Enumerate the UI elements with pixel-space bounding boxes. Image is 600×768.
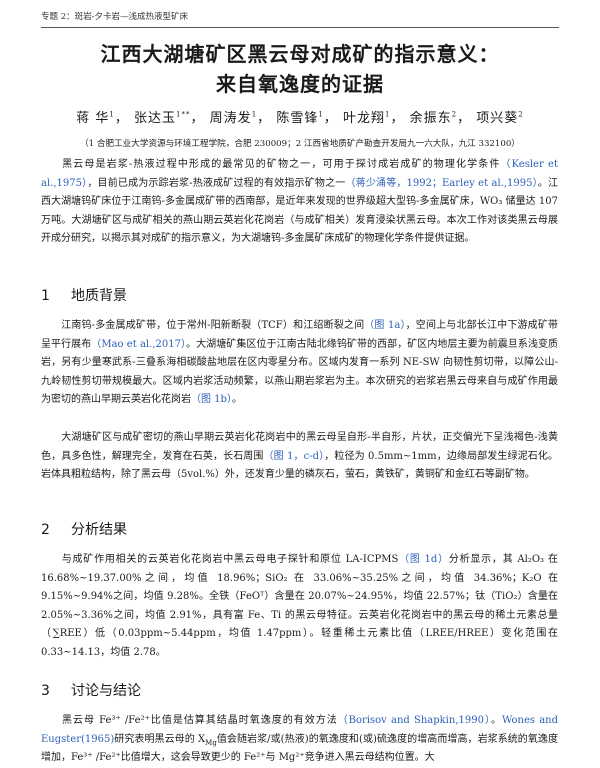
intro-paragraph: 黑云母是岩浆-热液过程中形成的最常见的矿物之一，可用于探讨成岩成矿的物理化学条件… [41, 159, 558, 244]
author: 张达玉1** [134, 110, 191, 126]
figure-link[interactable]: （图 1a） [364, 320, 406, 331]
results-paragraph: 与成矿作用相关的云英岩化花岗岩中黑云母电子探针和原位 LA-ICPMS（图 1d… [41, 554, 558, 658]
paper-title-line-2: 来自氧逸度的证据 [216, 72, 384, 96]
figure-link[interactable]: （图 1b） [191, 394, 232, 405]
affiliation: （1 合肥工业大学资源与环境工程学院，合肥 230009；2 江西省地质矿产勘查… [80, 139, 520, 149]
author: 余振东2 [409, 110, 458, 126]
figure-link[interactable]: （图 1，c-d） [263, 450, 325, 462]
citation-link[interactable]: （Mao et al.,2017） [91, 338, 187, 350]
citation-link[interactable]: （蒋少涌等，1992；Earley et al.,1995） [345, 177, 538, 189]
author: 项兴葵2 [476, 110, 524, 126]
discussion-paragraph: 黑云母 Fe³⁺ /Fe²⁺比值是估算其结晶时氧逸度的有效方法（Borisov … [41, 715, 559, 763]
citation-link[interactable]: Wones and Eugster(1965) [41, 715, 559, 745]
figure-link[interactable]: （图 1d） [398, 554, 449, 565]
citation-link[interactable]: （Kesler et al.,1975） [41, 159, 558, 189]
author-list: 蒋 华1， 张达玉1**， 周涛发1， 陈雪锋1， 叶龙翔1， 余振东2， 项兴… [76, 110, 524, 126]
author: 蒋 华1 [76, 110, 115, 126]
paper-title-line-1: 江西大湖塘矿区黑云母对成矿的指示意义： [100, 42, 500, 66]
header-divider [41, 27, 559, 28]
author: 周涛发1 [209, 110, 258, 126]
author: 陈雪锋1 [276, 110, 324, 126]
geology-paragraph-1: 江南钨-多金属成矿带，位于常州-阳新断裂（TCF）和江绍断裂之间（图 1a），空… [41, 320, 559, 405]
running-header: 专题 2：斑岩-夕卡岩—浅成热液型矿床 [41, 12, 188, 22]
citation-link[interactable]: （Borisov and Shapkin,1990） [337, 715, 491, 726]
geology-paragraph-2: 大湖塘矿区与成矿密切的燕山早期云英岩化花岗岩中的黑云母呈自形-半自形，片状，正交… [41, 432, 558, 480]
author: 叶龙翔1 [342, 110, 391, 126]
